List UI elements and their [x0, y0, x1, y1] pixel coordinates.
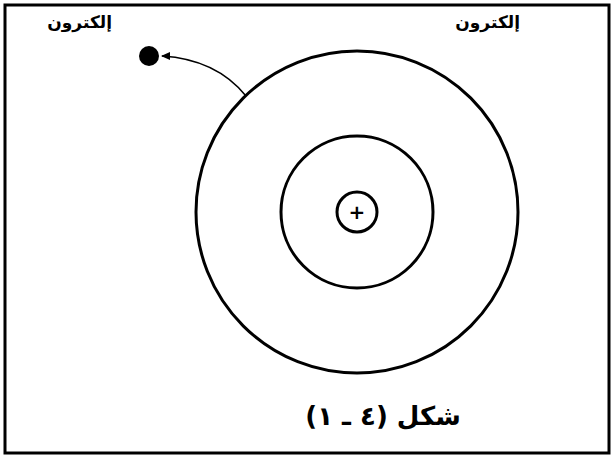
frame — [5, 5, 609, 453]
electron-label: إلكترون — [47, 12, 112, 32]
electron-path — [162, 56, 246, 96]
nucleus-circle: + — [335, 190, 379, 234]
inner-orbit — [281, 136, 433, 288]
charge-sign: + — [349, 200, 366, 224]
electron-label: إلكترون — [455, 12, 520, 32]
arrow-head — [161, 52, 170, 60]
outer-orbit — [196, 51, 518, 373]
figure-caption: شكل (٤ ـ ١) — [305, 401, 460, 431]
electron-dot — [139, 46, 159, 66]
